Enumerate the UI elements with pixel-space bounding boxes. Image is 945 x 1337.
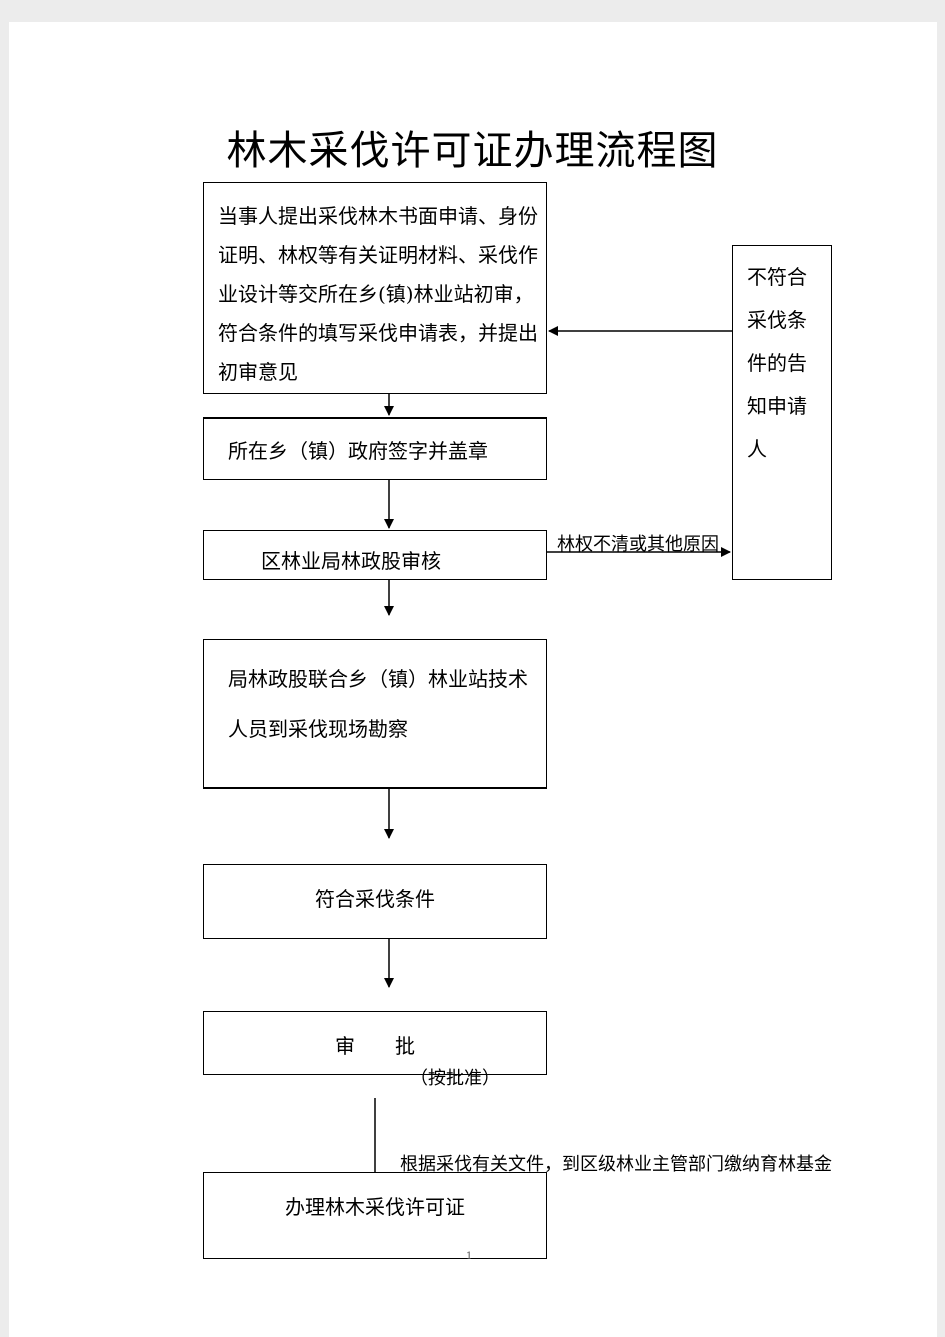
step-survey-text: 局林政股联合乡（镇）林业站技术人员到采伐现场勘察 <box>228 667 528 741</box>
page-number: 1 <box>466 1251 473 1262</box>
rejection-notice-box: 不符合采伐条件的告知申请人 <box>732 245 832 580</box>
approve-note-label: （按批准） <box>410 1068 500 1089</box>
step-permit-box: 办理林木采伐许可证 <box>203 1172 547 1259</box>
step-review-text: 区林业局林政股审核 <box>261 549 441 573</box>
step-review-box: 区林业局林政股审核 <box>203 530 547 580</box>
rejection-notice-text: 不符合采伐条件的告知申请人 <box>747 265 807 461</box>
step-survey-box: 局林政股联合乡（镇）林业站技术人员到采伐现场勘察 <box>203 639 547 789</box>
step-qualified-box: 符合采伐条件 <box>203 864 547 939</box>
step-approve-text: 审 批 <box>335 1034 415 1058</box>
step-apply-text: 当事人提出采伐林木书面申请、身份证明、林权等有关证明材料、采伐作业设计等交所在乡… <box>218 204 538 384</box>
step-apply-box: 当事人提出采伐林木书面申请、身份证明、林权等有关证明材料、采伐作业设计等交所在乡… <box>203 182 547 394</box>
step-approve-box: 审 批 <box>203 1011 547 1075</box>
reason-label: 林权不清或其他原因 <box>557 534 719 555</box>
page-title: 林木采伐许可证办理流程图 <box>226 128 719 174</box>
step-permit-text: 办理林木采伐许可证 <box>285 1195 465 1219</box>
step-township-box: 所在乡（镇）政府签字并盖章 <box>203 417 547 480</box>
fund-label: 根据采伐有关文件，到区级林业主管部门缴纳育林基金 <box>400 1154 832 1175</box>
step-qualified-text: 符合采伐条件 <box>315 887 435 911</box>
step-township-text: 所在乡（镇）政府签字并盖章 <box>228 439 488 463</box>
